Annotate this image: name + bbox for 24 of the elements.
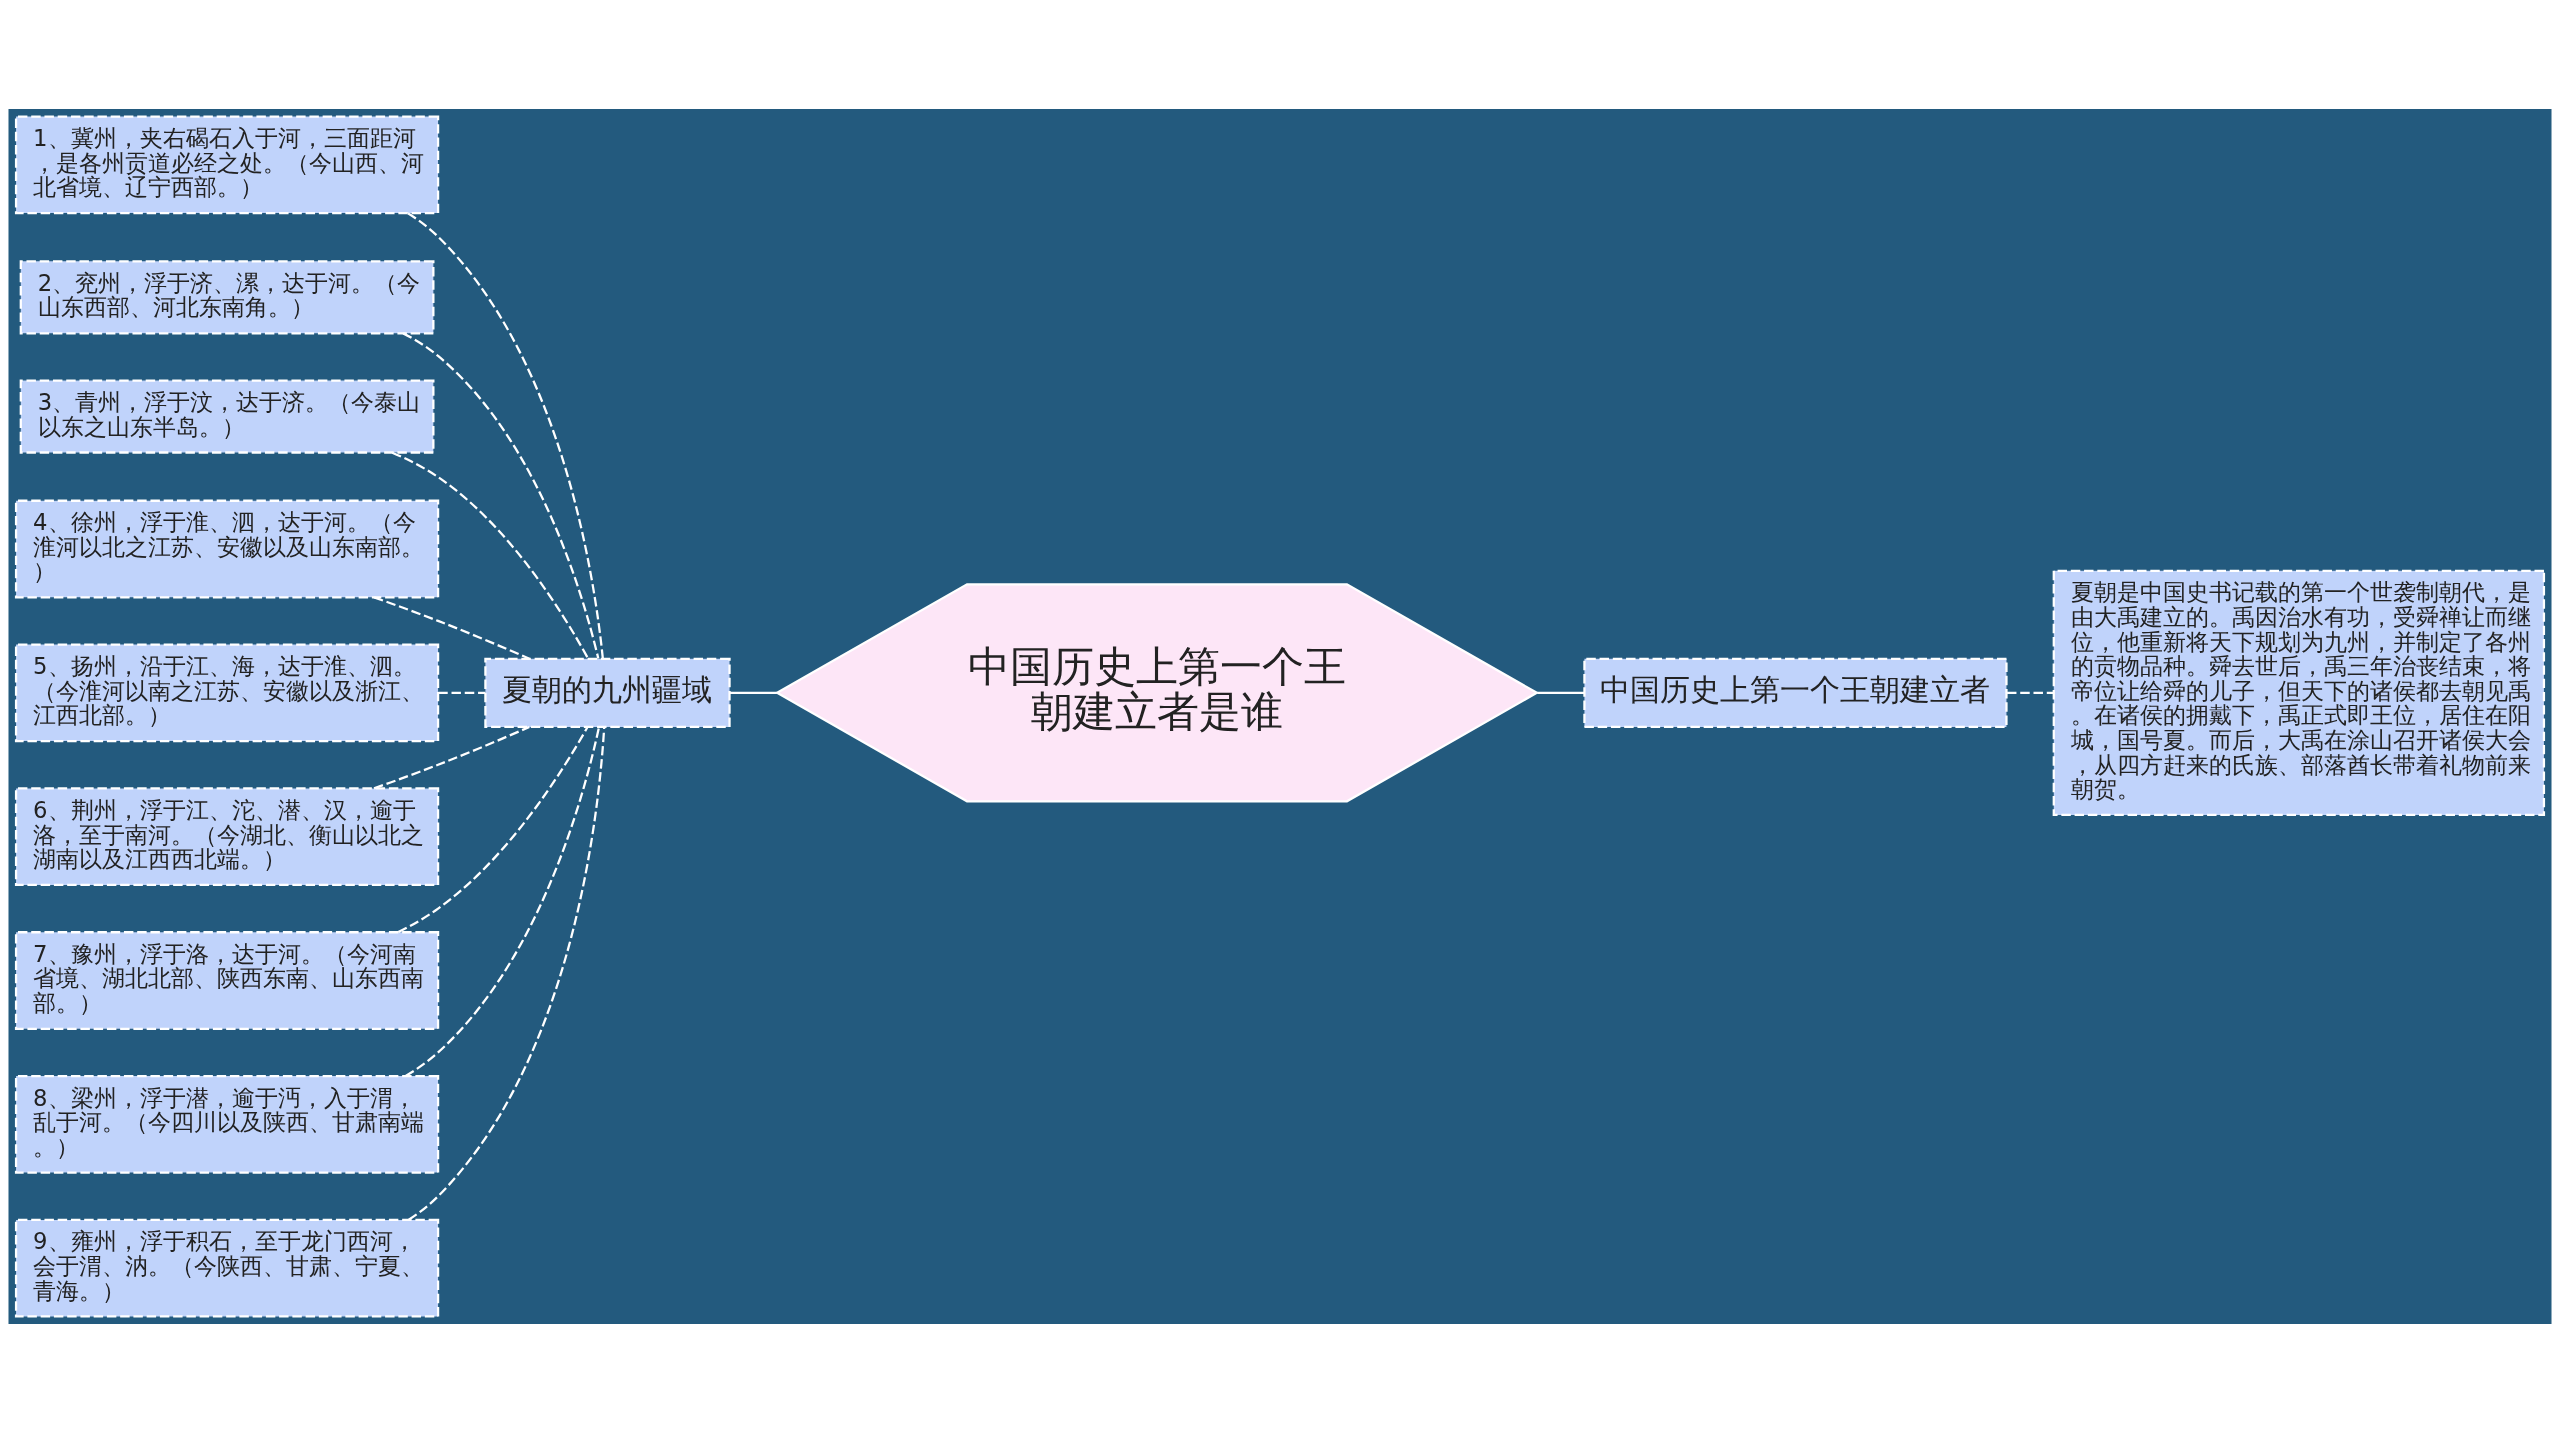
node-box: 2、兖州，浮于济、漯，达于河。（今山东西部、河北东南角。）: [19, 260, 435, 335]
node-box: 9、雍州，浮于积石，至于龙门西河，会于渭、汭。（今陕西、甘肃、宁夏、青海。）: [14, 1218, 440, 1318]
node-box: 中国历史上第一个王朝建立者: [1583, 657, 2008, 729]
connector: [438, 691, 486, 694]
node-box: 7、豫州，浮于洛，达于河。（今河南省境、湖北北部、陕西东南、山东西南部。）: [14, 931, 440, 1030]
node-box: 3、青州，浮于汶，达于济。（今泰山以东之山东半岛。）: [19, 379, 435, 454]
connector: [1537, 691, 1585, 694]
connector: [729, 691, 777, 694]
connector: [407, 212, 604, 659]
connector: [408, 727, 606, 1221]
node-box: 6、荆州，浮于江、沱、潜、汉，逾于洛，至于南河。（今湖北、衡山以北之湖南以及江西西北端。）: [14, 787, 440, 887]
node-box: 夏朝的九州疆域: [484, 657, 731, 729]
node-box: 4、徐州，浮于淮、泗，达于河。（今淮河以北之江苏、安徽以及山东南部。）: [14, 499, 440, 599]
connector: [2007, 691, 2054, 694]
connector: [373, 596, 530, 660]
connector: [397, 726, 589, 934]
node-box: 1、冀州，夹右碣石入于河，三面距河，是各州贡道必经之处。（今山西、河北省境、辽宁西部。）: [14, 115, 440, 215]
node-box: 8、梁州，浮于潜，逾于沔，入于渭，乱于河。（今四川以及陕西、甘肃南端。）: [14, 1074, 440, 1174]
connector: [373, 725, 530, 790]
connector: [391, 451, 589, 659]
node-box: 5、扬州，沿于江、海，达于淮、泗。（今淮河以南之江苏、安徽以及浙江、江西北部。）: [14, 643, 440, 743]
connector: [402, 332, 600, 659]
connector: [405, 727, 601, 1077]
node-box: 夏朝是中国史书记载的第一个世袭制朝代，是由大禹建立的。禹因治水有功，受舜禅让而继位，他重新将天下规划为九州，并制定了各州的贡物品种。舜去世后，禹三年治丧结束，将帝位让给舜的儿子，但天下的诸侯都去朝见禹。在诸侯的拥戴下，禹正式即王位，居住在阳城，国号夏。而后，大禹在涂山召开诸侯大会，从四方赶来的氏族、部落酋长带着礼物前来朝贺。: [2052, 569, 2546, 817]
